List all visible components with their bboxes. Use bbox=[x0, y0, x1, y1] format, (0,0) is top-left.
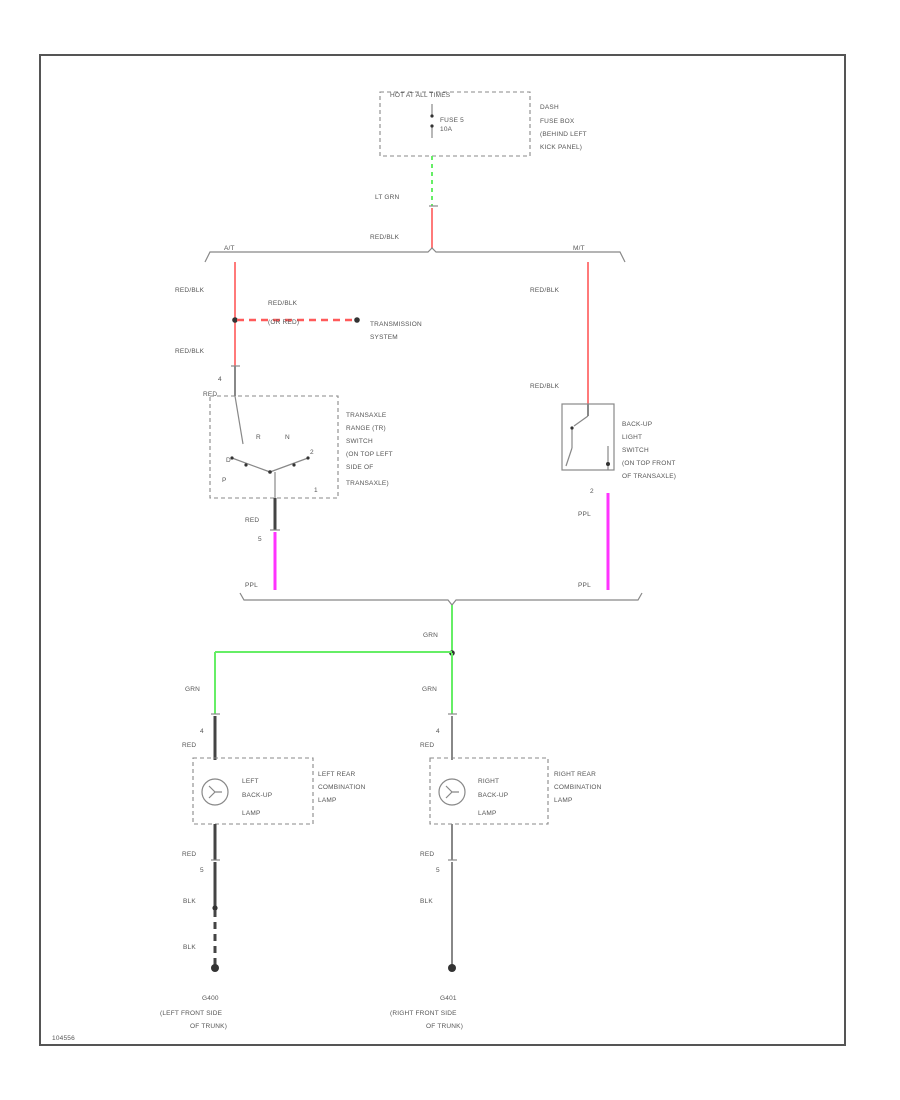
pin-trs-bottom: 5 bbox=[258, 536, 262, 543]
combo-right-label-2: COMBINATION bbox=[554, 784, 602, 791]
label-lt-grn: LT GRN bbox=[375, 194, 400, 201]
trs-pos-2: 2 bbox=[310, 449, 314, 456]
lamp-left-label-2: BACK-UP bbox=[242, 792, 272, 799]
label-branch-at: A/T bbox=[224, 245, 235, 252]
trs-pos-1: 1 bbox=[314, 487, 318, 494]
trs-pos-p: P bbox=[222, 477, 227, 484]
trs-label-5: SIDE OF bbox=[346, 464, 373, 471]
fuse-box-label-2: FUSE BOX bbox=[540, 118, 575, 125]
pin-trs-top: 4 bbox=[218, 376, 222, 383]
bus-label-2: LIGHT bbox=[622, 434, 642, 441]
trs-pos-n: N bbox=[285, 434, 290, 441]
label-red-lamp-right-top: RED bbox=[420, 742, 434, 749]
ground-right-label-1: (RIGHT FRONT SIDE bbox=[390, 1010, 457, 1017]
trs-label-2: RANGE (TR) bbox=[346, 425, 386, 432]
label-grn-center: GRN bbox=[423, 632, 438, 639]
ground-right-dot bbox=[448, 964, 456, 972]
transmission-connector-dot bbox=[354, 317, 360, 323]
ground-right-id: G401 bbox=[440, 995, 457, 1002]
fuse-box-label-3: (BEHIND LEFT bbox=[540, 131, 587, 138]
bus-label-1: BACK-UP bbox=[622, 421, 652, 428]
trs-label-4: (ON TOP LEFT bbox=[346, 451, 393, 458]
label-branch-mt: M/T bbox=[573, 245, 585, 252]
right-back-up-lamp: RIGHT BACK-UP LAMP bbox=[429, 757, 549, 825]
splice-bracket-top bbox=[204, 247, 626, 263]
to-transmission-1: TRANSMISSION bbox=[370, 321, 422, 328]
fuse-box: HOT AT ALL TIMES FUSE 5 10A DASH FUSE BO… bbox=[379, 91, 587, 157]
splice-bracket-bottom bbox=[239, 592, 643, 606]
transaxle-range-switch: R N D 2 P 1 TRANSAXLE RANGE (TR) SWITCH … bbox=[209, 395, 393, 499]
label-blk-right: BLK bbox=[420, 898, 433, 905]
pin-left-top: 4 bbox=[200, 728, 204, 735]
label-red-blk-right-1: RED/BLK bbox=[530, 287, 560, 294]
label-red-blk-split-1: RED/BLK bbox=[268, 300, 298, 307]
label-red-blk-top: RED/BLK bbox=[370, 234, 400, 241]
back-up-light-switch: BACK-UP LIGHT SWITCH (ON TOP FRONT OF TR… bbox=[561, 403, 676, 480]
to-transmission-2: SYSTEM bbox=[370, 334, 398, 341]
label-red-blk-left-1: RED/BLK bbox=[175, 287, 205, 294]
left-back-up-lamp: LEFT BACK-UP LAMP bbox=[192, 757, 314, 825]
ground-right-label-2: OF TRUNK) bbox=[426, 1023, 463, 1030]
bus-label-4: (ON TOP FRONT bbox=[622, 460, 676, 467]
combo-left-label-3: LAMP bbox=[318, 797, 337, 804]
trs-pos-d: D bbox=[226, 457, 231, 464]
label-blk-left-2: BLK bbox=[183, 944, 196, 951]
lamp-left-label-3: LAMP bbox=[242, 810, 261, 817]
fuse-rating: 10A bbox=[440, 126, 453, 133]
lamp-right-label-3: LAMP bbox=[478, 810, 497, 817]
label-ppl-right-2: PPL bbox=[578, 582, 591, 589]
label-red-lamp-left-top: RED bbox=[182, 742, 196, 749]
label-grn-left: GRN bbox=[185, 686, 200, 693]
lamp-right-label-2: BACK-UP bbox=[478, 792, 508, 799]
pin-right-bottom: 5 bbox=[436, 867, 440, 874]
trs-label-3: SWITCH bbox=[346, 438, 373, 445]
trs-pos-r: R bbox=[256, 434, 261, 441]
label-red-trs-bottom: RED bbox=[245, 517, 259, 524]
fuse-box-label-1: DASH bbox=[540, 104, 559, 111]
trs-label-6: TRANSAXLE) bbox=[346, 480, 389, 487]
fuse-name: FUSE 5 bbox=[440, 117, 464, 124]
pin-left-bottom: 5 bbox=[200, 867, 204, 874]
diagram-frame bbox=[39, 54, 846, 1046]
pin-bus: 2 bbox=[590, 488, 594, 495]
label-red-blk-right-2: RED/BLK bbox=[530, 383, 560, 390]
fuse-box-label-4: KICK PANEL) bbox=[540, 144, 582, 151]
label-red-trs-top: RED bbox=[203, 391, 217, 398]
trs-label-1: TRANSAXLE bbox=[346, 412, 387, 419]
ground-left-label-2: OF TRUNK) bbox=[190, 1023, 227, 1030]
fuse-header: HOT AT ALL TIMES bbox=[390, 92, 451, 99]
bus-label-5: OF TRANSAXLE) bbox=[622, 473, 676, 480]
combo-right-label-3: LAMP bbox=[554, 797, 573, 804]
pin-right-top: 4 bbox=[436, 728, 440, 735]
label-red-blk-left-2: RED/BLK bbox=[175, 348, 205, 355]
label-blk-left-1: BLK bbox=[183, 898, 196, 905]
ground-left-dot bbox=[211, 964, 219, 972]
label-red-blk-split-2: (OR RED) bbox=[268, 319, 299, 326]
label-ppl-left: PPL bbox=[245, 582, 258, 589]
bus-label-3: SWITCH bbox=[622, 447, 649, 454]
splice-dot-left bbox=[232, 317, 238, 323]
label-grn-right: GRN bbox=[422, 686, 437, 693]
label-ppl-right-1: PPL bbox=[578, 511, 591, 518]
combo-left-label-2: COMBINATION bbox=[318, 784, 366, 791]
lamp-left-label-1: LEFT bbox=[242, 778, 259, 785]
diagram-code: 104556 bbox=[52, 1035, 75, 1042]
combo-right-label-1: RIGHT REAR bbox=[554, 771, 596, 778]
label-red-lamp-right-bottom: RED bbox=[420, 851, 434, 858]
lamp-right-label-1: RIGHT bbox=[478, 778, 499, 785]
ground-left-label-1: (LEFT FRONT SIDE bbox=[160, 1010, 223, 1017]
combo-left-label-1: LEFT REAR bbox=[318, 771, 356, 778]
label-red-lamp-left-bottom: RED bbox=[182, 851, 196, 858]
ground-left-id: G400 bbox=[202, 995, 219, 1002]
